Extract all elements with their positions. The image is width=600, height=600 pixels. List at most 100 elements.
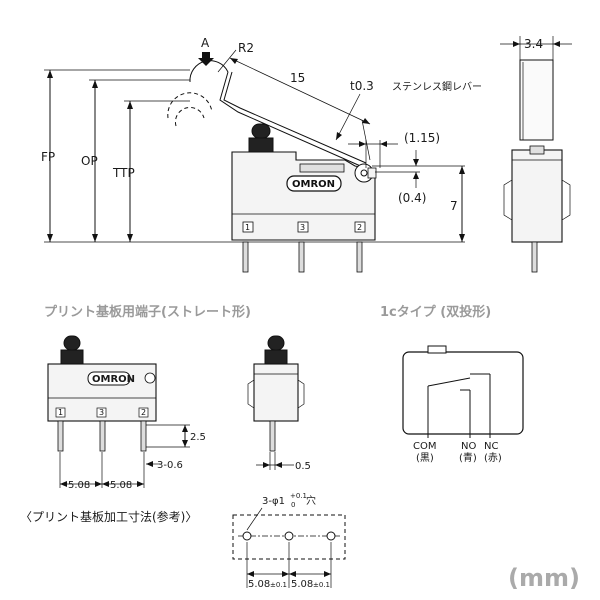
straight-side-view: 0.5	[247, 335, 311, 472]
op-arrow-top	[92, 80, 98, 88]
straight-plunger-cap	[63, 335, 81, 351]
body-top-ridge	[299, 163, 345, 173]
circuit-plunger	[427, 345, 447, 354]
dim-25-arrow-b	[182, 440, 188, 447]
straight-omron-logo: OMRON	[92, 374, 135, 385]
pin-2-label: 2	[357, 223, 362, 232]
pcb-pitch-arrow-1	[247, 571, 254, 577]
pcb-hole-1	[242, 531, 252, 541]
pin-3-box	[297, 221, 309, 233]
pcb-pitch-b-tol: ±0.1	[313, 581, 330, 589]
hole-tol-bottom: 0	[291, 501, 295, 509]
straight-side-notch-left	[247, 379, 255, 409]
straight-pin-3: 3	[99, 408, 104, 417]
op-label: OP	[81, 154, 98, 168]
thickness-arrow	[336, 132, 342, 140]
nc-label: NC	[484, 441, 498, 452]
dim-15-line	[229, 57, 371, 125]
hole-tol-top: +0.1	[290, 492, 307, 500]
side-view: 3.4	[500, 36, 572, 273]
straight-pin-2: 2	[141, 408, 146, 417]
dim-15-label: 15	[290, 71, 305, 85]
pitch-arrow-3	[102, 481, 109, 487]
com-label: COM	[413, 441, 436, 452]
dim-04-label: (0.4)	[398, 191, 426, 205]
omron-logo-badge	[286, 175, 342, 192]
op-arrow-bottom	[92, 234, 98, 242]
thickness-leader	[335, 93, 361, 141]
pcb-pitch-b: 5.08	[291, 579, 313, 590]
dim-7-arrow-top	[459, 166, 465, 174]
lever-material-label: ステンレス鋼レバー	[392, 80, 482, 93]
pin-3-label: 3	[300, 223, 305, 232]
straight-front-view: OMRON 1 3 2 2.5 5.08 5.08 3-0.6	[47, 335, 206, 491]
straight-side-notch-right	[297, 379, 305, 409]
pitch-arrow-1	[60, 481, 67, 487]
straight-terminal-title: プリント基板用端子(ストレート形)	[44, 304, 251, 320]
dim-05-label: 0.5	[295, 461, 311, 472]
front-view: FP OP TTP A R2 15 t0.3 ステンレス	[41, 36, 482, 273]
straight-mount-hole	[144, 372, 156, 384]
roller-operated-arc-inner	[174, 106, 205, 127]
body-side	[511, 149, 563, 243]
straight-pin-1-box	[55, 407, 66, 418]
hole-spec-suffix: 穴	[306, 494, 316, 507]
terminal-side	[531, 241, 538, 273]
pcb-hole-3	[326, 531, 336, 541]
stainless-lever	[219, 71, 366, 169]
pcb-pitch-a-tol: ±0.1	[270, 581, 287, 589]
direction-a-label: A	[201, 36, 210, 50]
no-label: NO	[461, 441, 476, 452]
roller-holder	[367, 167, 377, 179]
lever-roller-axis	[360, 169, 368, 177]
body-side-notch-left	[503, 179, 513, 221]
dim-25-label: 2.5	[190, 432, 206, 443]
com-color: (黒)	[416, 452, 434, 464]
pcb-title: 〈プリント基板加工寸法(参考)〉	[20, 509, 197, 524]
terminal-1	[242, 241, 249, 273]
pcb-pitch-a: 5.08	[248, 579, 270, 590]
r2-label: R2	[238, 41, 254, 55]
pin-1-box	[242, 221, 254, 233]
plunger-cap	[251, 123, 271, 139]
dim-115-arrow-b	[380, 141, 387, 147]
pitch-b-label: 5.08	[110, 480, 132, 491]
dim-7-arrow-bottom	[459, 234, 465, 242]
dim-15-arrow-b	[362, 118, 370, 124]
hole-leader	[246, 507, 263, 531]
pcb-hole-2	[284, 531, 294, 541]
ttp-arrow-bottom	[127, 234, 133, 242]
straight-pin-1: 1	[58, 408, 63, 417]
straight-pin-2-box	[138, 407, 149, 418]
pitch-a-label: 5.08	[68, 480, 90, 491]
straight-omron-badge	[87, 371, 131, 386]
pin-width-arrow	[146, 461, 153, 467]
straight-pin-3-box	[96, 407, 107, 418]
omron-logo: OMRON	[292, 179, 335, 190]
plunger	[248, 137, 274, 153]
fp-label: FP	[41, 150, 55, 164]
straight-side-plunger-cap	[267, 335, 285, 351]
pin-1-label: 1	[245, 223, 250, 232]
dim-34-label: 3.4	[524, 37, 543, 51]
ttp-arrow-top	[127, 101, 133, 109]
circuit-outline	[402, 351, 524, 435]
pin-2-box	[354, 221, 366, 233]
circuit-diagram: COM (黒) NO (青) NC (赤)	[402, 345, 524, 464]
plunger-side	[529, 145, 545, 155]
pin-width-label: 3-0.6	[157, 460, 183, 471]
dim-7-label: 7	[450, 199, 458, 213]
straight-side-plunger	[264, 349, 288, 365]
straight-terminal-2	[140, 420, 147, 452]
straight-plunger	[60, 349, 84, 365]
straight-terminal-1	[57, 420, 64, 452]
dim-05-arrow-b	[275, 462, 282, 468]
pcb-pitch-arrow-3	[289, 571, 296, 577]
dim-115-arrow-a	[359, 141, 366, 147]
circuit-title: 1cタイプ (双投形)	[380, 304, 491, 320]
dim-34-arrow-a	[513, 41, 520, 47]
thickness-label: t0.3	[350, 79, 374, 93]
stainless-lever-edge	[223, 71, 367, 164]
